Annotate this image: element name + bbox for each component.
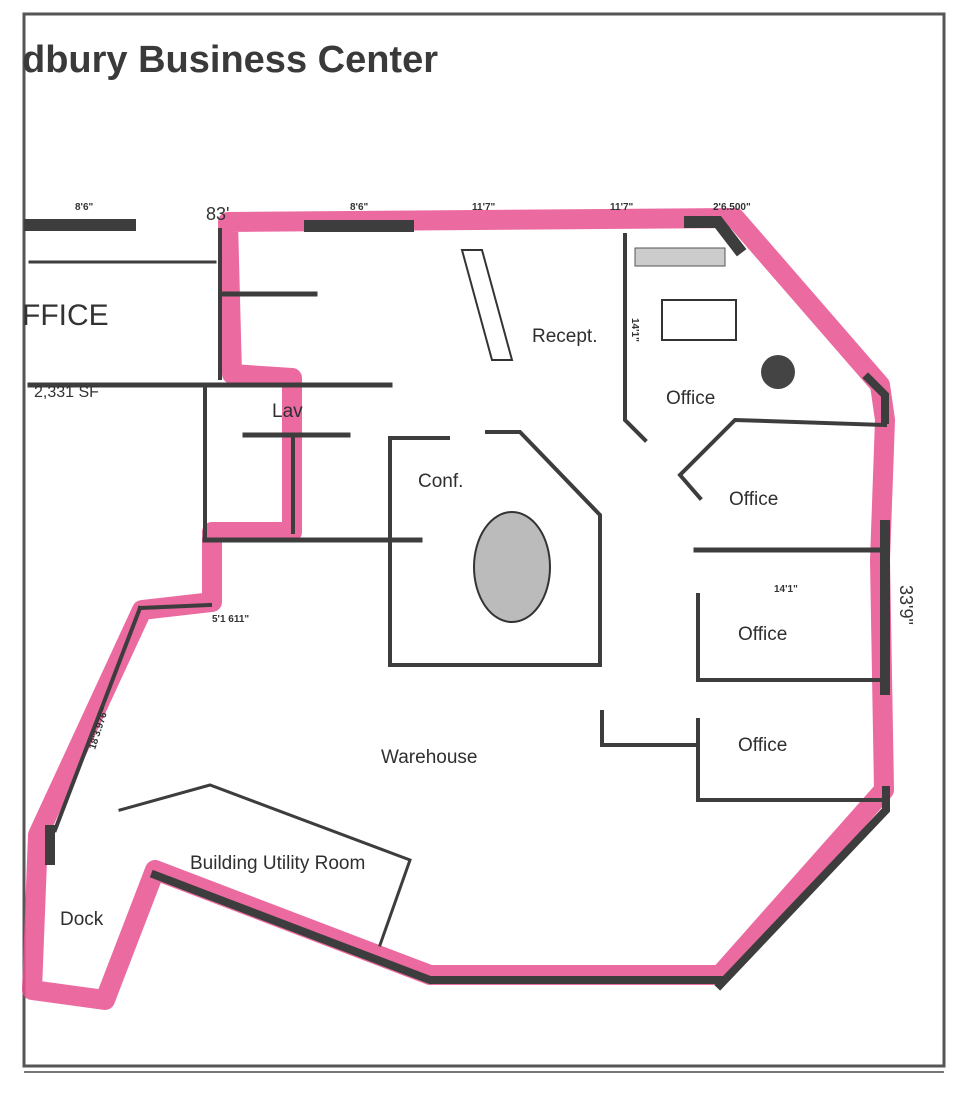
dim-top-right: 2'6.500": [713, 202, 751, 213]
dim-top-mid: 8'6": [350, 202, 369, 213]
staircase: [460, 249, 514, 361]
room-office-top: Office: [666, 388, 715, 409]
conference-table: [473, 511, 551, 623]
room-conf: Conf.: [418, 471, 463, 492]
room-dock: Dock: [60, 909, 104, 930]
dim-office-width: 14'1": [774, 584, 798, 595]
dim-top-left: 8'6": [75, 202, 94, 213]
counter: [634, 247, 726, 267]
adjacent-office-label: FFICE: [22, 299, 109, 332]
dim-office-depth: 14'1": [629, 318, 640, 342]
room-utility: Building Utility Room: [190, 853, 365, 874]
dim-top-1: 11'7": [472, 202, 496, 213]
dim-right-side: 33'9": [896, 585, 916, 625]
page-border: [22, 12, 946, 1068]
walls: [24, 216, 890, 991]
dim-corner: 83': [206, 204, 229, 224]
dim-left-wall: 5'1 611": [212, 614, 249, 625]
desk: [661, 299, 737, 341]
plan-title: dbury Business Center: [22, 39, 438, 81]
room-reception: Recept.: [532, 326, 597, 347]
round-table: [761, 355, 795, 389]
room-lav: Lav: [272, 401, 303, 422]
room-office-4: Office: [738, 735, 787, 756]
room-office-2: Office: [729, 489, 778, 510]
room-office-3: Office: [738, 624, 787, 645]
room-warehouse: Warehouse: [381, 747, 477, 768]
dim-top-2: 11'7": [610, 202, 634, 213]
adjacent-area: 2,331 SF: [34, 384, 99, 401]
